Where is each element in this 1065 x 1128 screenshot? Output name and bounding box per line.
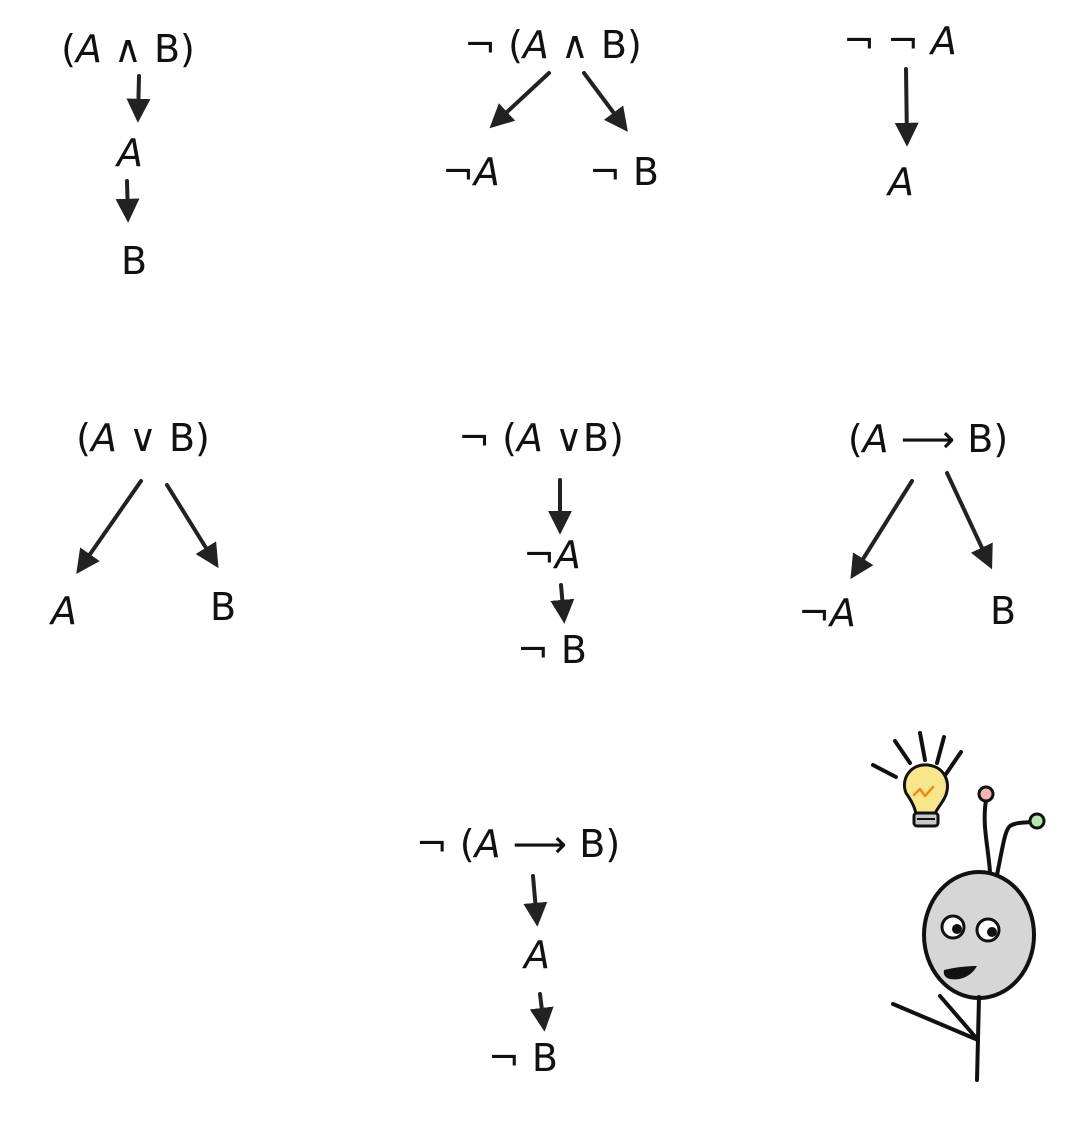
formula-symbol: ( — [76, 416, 91, 460]
formula-symbol: ¬ B — [589, 150, 659, 194]
formula-symbol: B — [579, 822, 605, 866]
formula-symbol: ¬ ( — [458, 416, 517, 460]
formula-operator: ∧ — [549, 23, 601, 67]
formula-variable: A — [114, 131, 143, 175]
arrow — [115, 179, 140, 223]
rule-not-or-conclusion-a: ¬A — [523, 533, 581, 577]
arrow — [550, 583, 575, 624]
rule-not-or-conclusion-b: ¬ B — [517, 628, 587, 672]
arrow — [529, 992, 554, 1032]
formula-symbol: ¬ ( — [464, 23, 523, 67]
formula-symbol: ) — [180, 27, 195, 71]
formula-symbol: ¬ ( — [416, 822, 475, 866]
formula-symbol: B — [990, 589, 1016, 633]
arrow — [76, 479, 143, 574]
rule-implies-left: ¬A — [798, 591, 856, 635]
arrow — [894, 67, 919, 147]
formula-operator: ∨ — [117, 416, 169, 460]
rule-and-conclusion-a: A — [114, 131, 143, 175]
arrow — [945, 471, 993, 570]
antenna-right-tip — [1028, 812, 1046, 830]
rule-not-implies-conclusion-b: ¬ B — [488, 1036, 558, 1080]
formula-variable: A — [552, 533, 581, 577]
formula-variable: A — [520, 23, 549, 67]
formula-symbol: B — [169, 416, 195, 460]
rule-or-root: (A ∨ B) — [76, 416, 210, 460]
formula-operator: ⟶ — [889, 417, 968, 461]
formula-symbol: ¬ ¬ — [843, 19, 931, 63]
formula-variable: A — [472, 822, 501, 866]
rule-and-root: (A ∧ B) — [61, 27, 195, 71]
rule-not-implies-root: ¬ (A ⟶ B) — [416, 822, 620, 866]
rule-double-not-conclusion: A — [885, 160, 914, 204]
rule-double-not: ¬ ¬ A A — [843, 19, 957, 204]
formula-variable: A — [827, 591, 856, 635]
rule-or-left: A — [48, 589, 77, 633]
formula-symbol: B — [601, 23, 627, 67]
rule-and-conclusion-b: B — [121, 239, 147, 283]
rule-not-and-right: ¬ B — [589, 150, 659, 194]
alien-with-lightbulb-icon — [871, 731, 1046, 1082]
arrow — [523, 874, 548, 927]
formula-symbol: ¬ — [523, 533, 555, 577]
rule-implies-right: B — [990, 589, 1016, 633]
formula-symbol: B — [154, 27, 180, 71]
formula-operator: ∨ — [543, 416, 583, 460]
rule-not-implies-conclusion-a: A — [521, 933, 550, 977]
formula-symbol: B — [967, 417, 993, 461]
rule-or-right: B — [210, 585, 236, 629]
formula-symbol: B — [583, 416, 609, 460]
rule-or: (A ∨ B) A B — [48, 416, 236, 633]
arrow — [582, 71, 628, 132]
formula-symbol: ¬ B — [488, 1036, 558, 1080]
lightbulb-rays — [871, 731, 963, 779]
formula-variable: A — [885, 160, 914, 204]
rule-not-and: ¬ (A ∧ B) ¬A ¬ B — [442, 23, 659, 194]
formula-variable: A — [73, 27, 102, 71]
rule-not-implies: ¬ (A ⟶ B) A ¬ B — [416, 822, 620, 1080]
rule-not-and-root: ¬ (A ∧ B) — [464, 23, 642, 67]
rule-implies: (A ⟶ B) ¬A B — [798, 417, 1016, 635]
formula-symbol: ¬ B — [517, 628, 587, 672]
formula-variable: A — [48, 589, 77, 633]
formula-operator: ∧ — [102, 27, 154, 71]
formula-symbol: ) — [609, 416, 624, 460]
formula-symbol: ¬ — [798, 591, 830, 635]
formula-symbol: ) — [993, 417, 1008, 461]
formula-symbol: B — [121, 239, 147, 283]
formula-variable: A — [471, 150, 500, 194]
formula-variable: A — [88, 416, 117, 460]
formula-symbol: B — [210, 585, 236, 629]
formula-variable: A — [521, 933, 550, 977]
rule-and: (A ∧ B) A B — [61, 27, 195, 283]
formula-symbol: ) — [627, 23, 642, 67]
rule-not-or: ¬ (A ∨B) ¬A ¬ B — [458, 416, 624, 672]
formula-variable: A — [860, 417, 889, 461]
formula-symbol: ¬ — [442, 150, 474, 194]
rule-implies-root: (A ⟶ B) — [848, 417, 1008, 461]
arrow — [850, 479, 914, 580]
formula-variable: A — [928, 19, 957, 63]
rule-not-and-left: ¬A — [442, 150, 500, 194]
formula-variable: A — [514, 416, 543, 460]
arrow — [165, 483, 219, 569]
rule-double-not-root: ¬ ¬ A — [843, 19, 957, 63]
arrow — [126, 74, 151, 123]
arrow — [489, 71, 551, 129]
lightbulb — [903, 763, 949, 828]
antenna-left-tip — [977, 785, 995, 803]
rule-not-or-root: ¬ (A ∨B) — [458, 416, 624, 460]
formula-operator: ⟶ — [501, 822, 580, 866]
formula-symbol: ) — [195, 416, 210, 460]
formula-symbol: ( — [848, 417, 863, 461]
formula-symbol: ) — [605, 822, 620, 866]
formula-symbol: ( — [61, 27, 76, 71]
